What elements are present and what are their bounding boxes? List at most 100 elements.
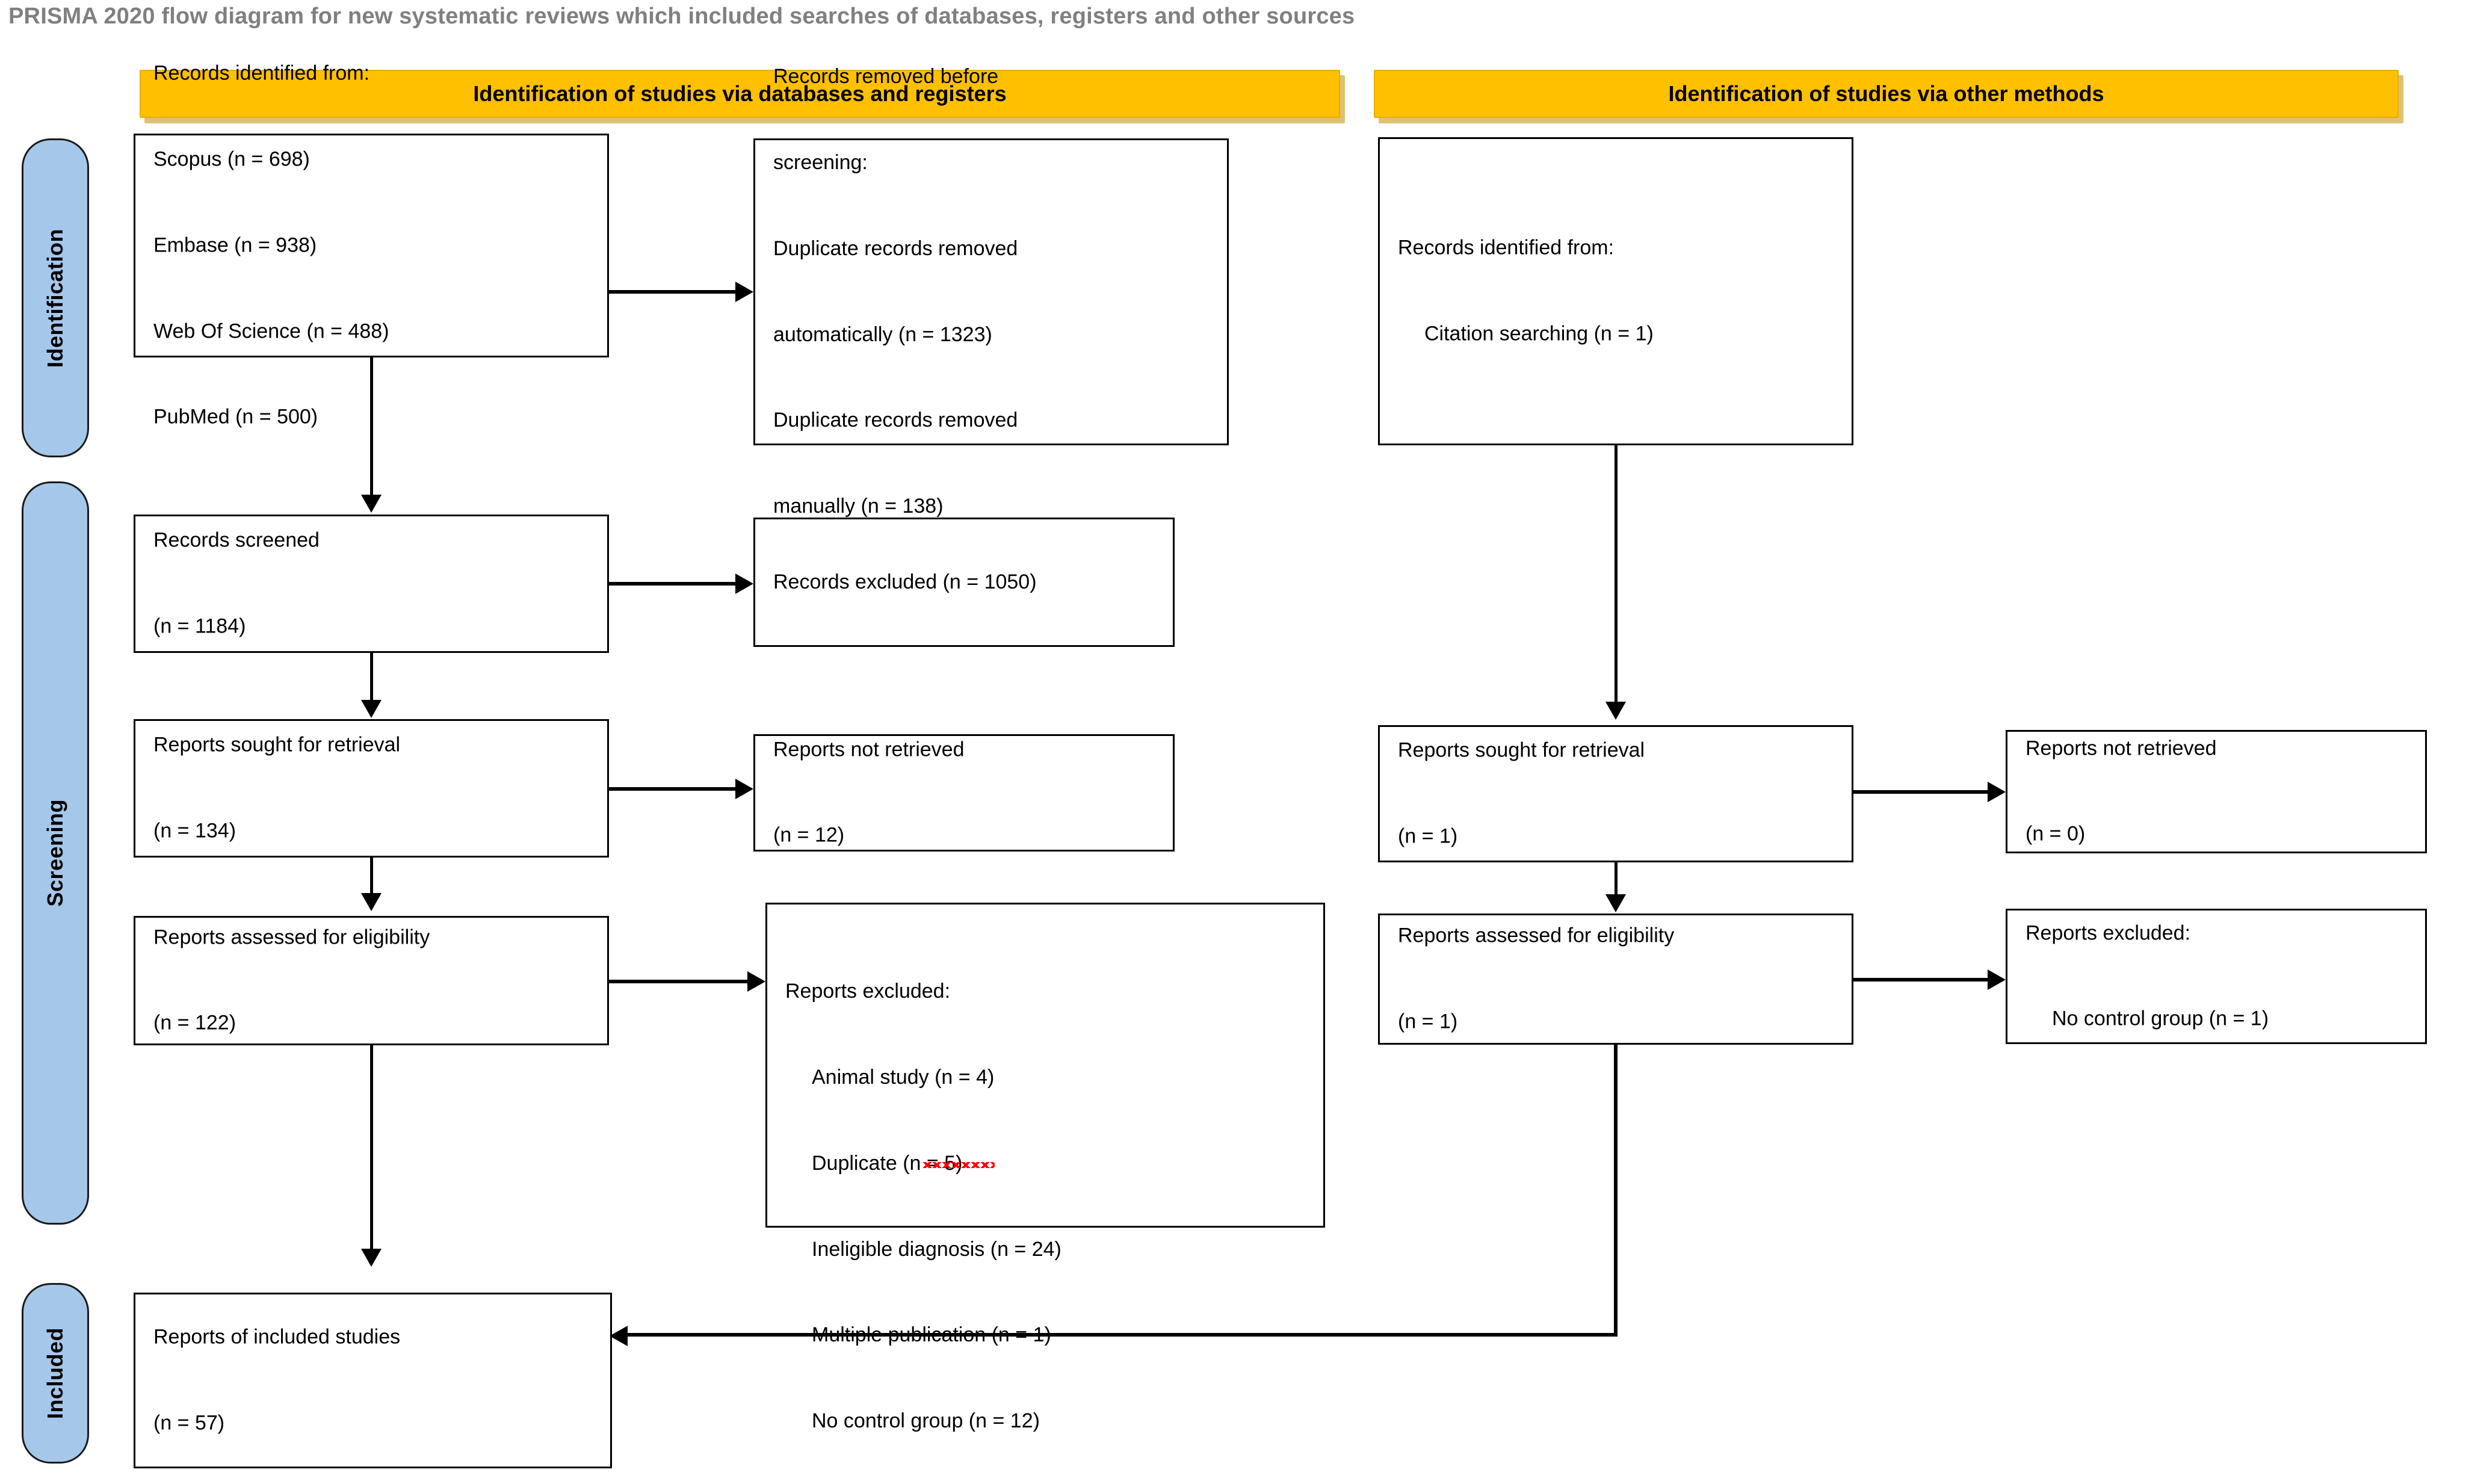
text-line: Embase (n = 938) — [153, 233, 317, 257]
arrowhead-other-sought-to-assessed — [1605, 894, 1626, 912]
stage-tab-included-label: Included — [43, 1327, 67, 1419]
stage-tab-identification-label: Identification — [43, 228, 67, 368]
box-reports-sought-retrieval-databases: Reports sought for retrieval (n = 134) — [134, 719, 609, 858]
box-records-screened: Records screened (n = 1184) — [134, 515, 609, 653]
text-line: Duplicate records removed — [773, 409, 1018, 432]
box-reports-sought-retrieval-other-text: Reports sought for retrieval (n = 1) — [1398, 679, 1841, 909]
text-line: Reports assessed for eligibility — [153, 926, 430, 949]
text-line: Reports sought for retrieval — [1398, 738, 1645, 762]
connector-identified-to-removed — [609, 290, 737, 294]
stage-tab-screening: Screening — [22, 481, 89, 1225]
text-line: Duplicate (n = 5) — [812, 1151, 963, 1175]
box-reports-sought-retrieval-other: Reports sought for retrieval (n = 1) — [1378, 725, 1853, 862]
text-line: Reports not retrieved — [2026, 737, 2217, 760]
box-reports-sought-retrieval-databases-text: Reports sought for retrieval (n = 134) — [153, 674, 596, 903]
box-records-excluded: Records excluded (n = 1050) — [753, 518, 1175, 647]
text-line: screening: — [773, 151, 868, 175]
stage-tab-identification: Identification — [22, 138, 89, 457]
banner-databases-registers-label: Identification of studies via databases … — [473, 81, 1007, 107]
page-title: PRISMA 2020 flow diagram for new systema… — [8, 4, 1355, 29]
banner-databases-registers: Identification of studies via databases … — [140, 70, 1340, 118]
box-reports-assessed-eligibility-other: Reports assessed for eligibility (n = 1) — [1378, 914, 1853, 1045]
text-line: Ineligible diagnosis (n = 24) — [812, 1237, 1061, 1261]
text-line: No control group (n = 1) — [2052, 1007, 2269, 1031]
arrowhead-identified-to-removed — [735, 282, 753, 302]
text-line: Records identified from: — [153, 61, 370, 85]
box-records-excluded-text: Records excluded (n = 1050) — [773, 511, 1162, 654]
connector-other-assessed-to-included-horizontal — [628, 1333, 1618, 1337]
connector-screened-to-excluded — [609, 582, 737, 586]
banner-other-methods: Identification of studies via other meth… — [1374, 70, 2399, 118]
text-line: Citation searching (n = 1) — [1424, 322, 1654, 345]
connector-other-assessed-to-excluded — [1853, 978, 1989, 982]
text-line: (n = 1) — [1398, 824, 1458, 848]
text-line: Scopus (n = 698) — [153, 147, 310, 171]
box-records-removed-before-screening: Records removed before screening: Duplic… — [753, 65, 1229, 518]
box-records-identified-databases: Records identified from: Scopus (n = 698… — [134, 62, 609, 428]
text-line: (n = 12) — [773, 824, 845, 847]
connector-other-assessed-to-included-vertical — [1614, 1045, 1618, 1336]
text-line: (n = 0) — [2026, 823, 2086, 846]
box-records-identified-other: Records identified from: Citation search… — [1378, 137, 1853, 445]
arrowhead-screened-to-excluded — [735, 574, 753, 594]
connector-other-sought-to-not-retrieved — [1853, 790, 1989, 794]
text-line: Reports sought for retrieval — [153, 733, 401, 756]
text-heading: Reports excluded: — [785, 980, 951, 1003]
box-reports-assessed-eligibility-databases: Reports assessed for eligibility (n = 12… — [134, 916, 609, 1045]
box-records-identified-databases-text: Records identified from: Scopus (n = 698… — [153, 2, 596, 489]
box-reports-included-studies-text: Reports of included studies (n = 57) — [153, 1266, 599, 1484]
text-line: Web Of Science (n = 488) — [153, 319, 389, 342]
connector-assessed-to-included — [370, 1045, 373, 1250]
arrowhead-sought-to-not-retrieved — [735, 779, 753, 799]
text-line: automatically (n = 1323) — [773, 323, 992, 346]
stage-tab-screening-label: Screening — [43, 799, 67, 907]
text-line: Reports of included studies — [153, 1325, 401, 1349]
box-reports-not-retrieved-databases: Reports not retrieved (n = 12) — [753, 734, 1175, 852]
box-reports-not-retrieved-databases-text: Reports not retrieved (n = 12) — [773, 678, 1162, 907]
box-reports-not-retrieved-other: Reports not retrieved (n = 0) — [2006, 730, 2427, 853]
text-line: Records screened — [153, 528, 320, 552]
arrowhead-screened-to-sought — [361, 700, 382, 718]
connector-other-sought-to-assessed — [1615, 862, 1618, 896]
text-line: Duplicate records removed — [773, 237, 1018, 260]
box-records-identified-other-text: Records identified from: Citation search… — [1398, 177, 1841, 406]
arrowhead-other-identified-to-sought — [1605, 702, 1626, 720]
text-line: (n = 122) — [153, 1012, 236, 1035]
text-heading: Reports excluded: — [2026, 921, 2191, 945]
connector-identified-to-screened — [370, 357, 373, 496]
box-reports-included-studies: Reports of included studies (n = 57) — [134, 1293, 612, 1468]
text-line: No control group (n = 12) — [812, 1409, 1040, 1433]
box-reports-assessed-eligibility-databases-text: Reports assessed for eligibility (n = 12… — [153, 866, 596, 1095]
spellcheck-underline-icon — [922, 1162, 995, 1168]
text-line: Reports assessed for eligibility — [1398, 924, 1675, 947]
box-reports-assessed-eligibility-other-text: Reports assessed for eligibility (n = 1) — [1398, 865, 1841, 1094]
connector-other-identified-to-sought — [1615, 445, 1618, 703]
box-records-removed-before-screening-text: Records removed before screening: Duplic… — [773, 5, 1216, 578]
arrowhead-other-assessed-to-included — [610, 1326, 628, 1346]
box-reports-excluded-databases: Reports excluded: Animal study (n = 4) D… — [765, 903, 1325, 1432]
connector-sought-to-assessed — [370, 858, 373, 895]
connector-sought-to-not-retrieved — [609, 787, 737, 791]
text-line: PubMed (n = 500) — [153, 405, 318, 428]
text-line: manually (n = 138) — [773, 495, 944, 518]
connector-screened-to-sought — [370, 653, 373, 702]
stage-tab-included: Included — [22, 1283, 89, 1464]
text-line: Records excluded (n = 1050) — [773, 570, 1037, 593]
text-line: (n = 134) — [153, 819, 236, 842]
arrowhead-other-assessed-to-excluded — [1988, 969, 2006, 990]
banner-other-methods-label: Identification of studies via other meth… — [1668, 81, 2104, 107]
box-reports-not-retrieved-other-text: Reports not retrieved (n = 0) — [2026, 677, 2414, 906]
box-reports-excluded-other-text: Reports excluded: No control group (n = … — [2026, 862, 2414, 1091]
arrowhead-assessed-to-included — [361, 1249, 382, 1267]
arrowhead-assessed-to-excluded — [747, 971, 765, 992]
arrowhead-identified-to-screened — [361, 495, 382, 513]
box-records-screened-text: Records screened (n = 1184) — [153, 469, 596, 699]
box-reports-excluded-other: Reports excluded: No control group (n = … — [2006, 909, 2427, 1044]
text-line: Animal study (n = 4) — [812, 1065, 995, 1089]
arrowhead-sought-to-assessed — [361, 893, 382, 911]
text-heading: Records identified from: — [1398, 236, 1615, 259]
box-reports-excluded-databases-text: Reports excluded: Animal study (n = 4) D… — [785, 920, 1312, 1484]
connector-assessed-to-excluded — [609, 980, 749, 983]
text-line: (n = 57) — [153, 1411, 225, 1435]
